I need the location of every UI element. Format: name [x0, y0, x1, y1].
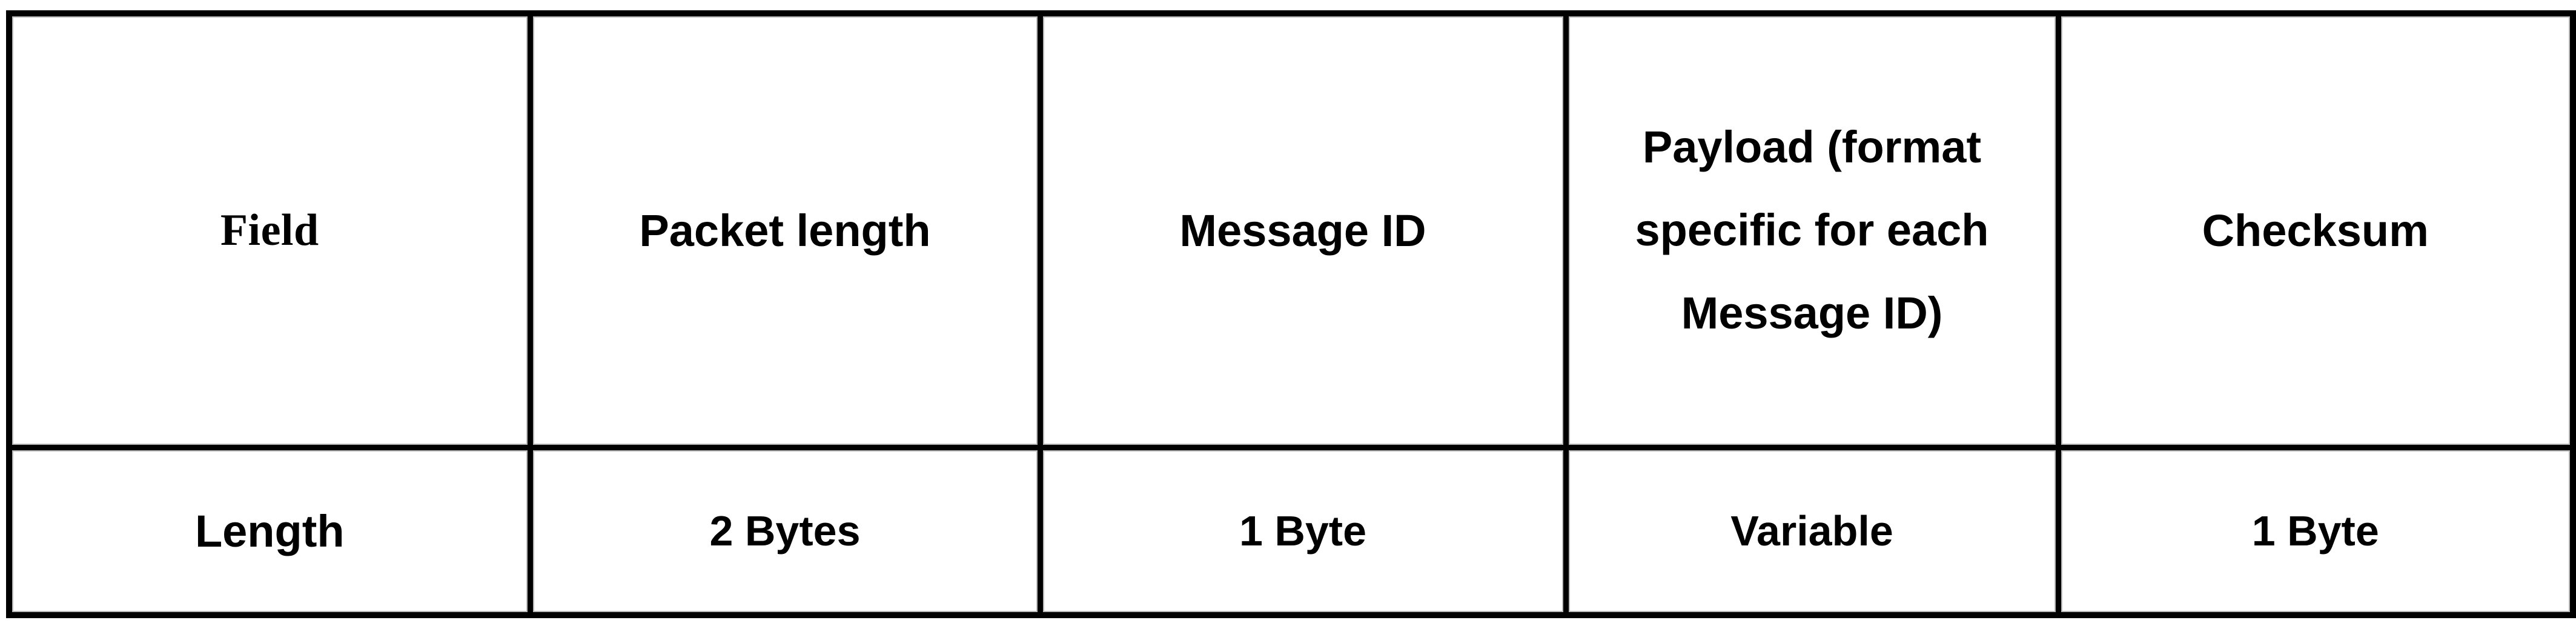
cell-field-message-id-label: Message ID: [1179, 205, 1426, 256]
cell-length-packet-length-label: 2 Bytes: [709, 507, 861, 555]
cell-length-payload: Variable: [1563, 444, 2061, 618]
row-header-length-label: Length: [194, 505, 345, 556]
cell-length-message-id-label: 1 Byte: [1239, 507, 1367, 555]
packet-structure-table: Field Packet length Message ID Payload (…: [6, 10, 2576, 618]
cell-length-checksum-label: 1 Byte: [2251, 507, 2379, 555]
cell-length-checksum: 1 Byte: [2055, 444, 2576, 618]
cell-length-packet-length: 2 Bytes: [527, 444, 1043, 618]
row-header-field: Field: [6, 10, 533, 450]
cell-field-checksum: Checksum: [2055, 10, 2576, 450]
cell-length-payload-label: Variable: [1730, 507, 1893, 555]
cell-field-message-id: Message ID: [1037, 10, 1569, 450]
row-header-field-label: Field: [220, 205, 319, 255]
cell-field-payload-line-2: specific for each: [1635, 204, 1989, 255]
cell-field-packet-length-label: Packet length: [639, 205, 931, 256]
cell-field-payload: Payload (format specific for each Messag…: [1563, 10, 2061, 450]
cell-field-payload-line-1: Payload (format: [1642, 121, 1982, 172]
cell-field-checksum-label: Checksum: [2202, 205, 2429, 256]
cell-field-packet-length: Packet length: [527, 10, 1043, 450]
cell-field-payload-line-3: Message ID): [1681, 287, 1943, 338]
cell-field-payload-label: Payload (format specific for each Messag…: [1580, 106, 2045, 355]
table-row-field: Field Packet length Message ID Payload (…: [6, 10, 2576, 450]
row-header-length: Length: [6, 444, 533, 618]
packet-structure-table-container: Field Packet length Message ID Payload (…: [6, 10, 2576, 618]
table-body: Field Packet length Message ID Payload (…: [6, 10, 2576, 618]
cell-length-message-id: 1 Byte: [1037, 444, 1569, 618]
table-row-length: Length 2 Bytes 1 Byte Variable 1 Byte: [6, 444, 2576, 618]
